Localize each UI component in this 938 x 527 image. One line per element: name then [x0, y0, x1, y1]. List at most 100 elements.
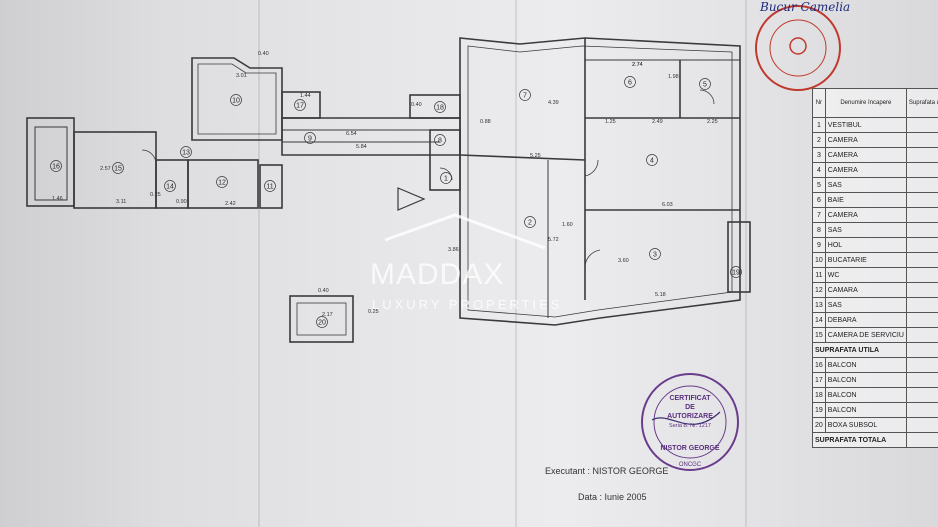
room-number-circle: [434, 101, 446, 113]
wall-room-20: [289, 295, 354, 343]
rooms-table: Nr Denumire încapere Suprafata utila (mp…: [812, 88, 938, 448]
table-row-total: SUPRAFATA TOTALA158.4: [812, 432, 938, 448]
cell-nr: 12: [812, 282, 826, 298]
room-number-14: 14: [166, 184, 174, 191]
date-text: Data : Iunie 2005: [578, 492, 647, 502]
cell-nr: 10: [812, 252, 826, 268]
table-row: 8SAS1.68: [812, 222, 938, 238]
dimension-label: 2.74: [632, 62, 643, 68]
wall-main-block: [459, 37, 741, 326]
watermark-tagline: LUXURY PROPERTIES: [372, 297, 563, 312]
room-number-circle: [519, 89, 531, 101]
room-number-circle: [216, 176, 228, 188]
dimension-label: 0.88: [480, 119, 491, 125]
cell-area: 5.8: [905, 417, 938, 433]
wall-room-19: [727, 221, 751, 293]
handwritten-signature: Bucur Camelia: [760, 0, 851, 14]
dimension-label: 1.98: [668, 74, 679, 80]
cell-name: SAS: [824, 222, 907, 238]
cell-nr: 5: [812, 177, 826, 193]
dimension-label: 6.54: [346, 131, 357, 137]
dimension-label: 2.25: [707, 119, 718, 125]
cell-nr: 20: [812, 417, 826, 433]
room-number-4: 4: [650, 158, 654, 165]
cell-name: CAMERA: [824, 162, 907, 178]
table-row: 7CAMERA22.44: [812, 207, 938, 223]
cell-nr: 7: [812, 207, 826, 223]
room-number-circle: [316, 316, 328, 328]
wall-main-block-inner: [467, 45, 733, 318]
cell-name: BOXA SUBSOL: [824, 417, 907, 433]
cell-area: 9.23: [905, 237, 938, 253]
room-number-7: 7: [523, 93, 527, 100]
cell-nr: 1: [812, 117, 826, 133]
cell-area: 7.07: [905, 252, 938, 268]
wall-partition: [459, 154, 586, 161]
dimension-label: 5.18: [655, 292, 666, 298]
cell-name: BALCON: [824, 402, 907, 418]
cell-name: VESTIBUL: [824, 117, 907, 133]
table-row: 3CAMERA19.51: [812, 147, 938, 163]
violet-stamp-inner-ring: [653, 385, 727, 459]
cell-name: BAIE: [824, 192, 907, 208]
table-header-area: Suprafata utila (mp): [905, 88, 938, 118]
entrance-arrow: [397, 187, 426, 211]
room-number-circle: [230, 94, 242, 106]
red-stamp: [755, 5, 841, 91]
cell-nr: 19: [812, 402, 826, 418]
room-number-3: 3: [653, 252, 657, 259]
dimension-label: 1.44: [300, 93, 311, 99]
dimension-label: 5.84: [356, 144, 367, 150]
room-number-circle: [646, 154, 658, 166]
paper-fold: [745, 0, 747, 527]
door-arc: [141, 149, 157, 165]
room-number-17: 17: [296, 103, 304, 110]
paper-fold: [258, 0, 260, 527]
stamp-line1: CERTIFICAT: [669, 395, 711, 402]
cell-area: 2.36: [905, 297, 938, 313]
room-number-13: 13: [182, 150, 190, 157]
room-number-circle: [440, 172, 452, 184]
cell-area: 1.68: [905, 222, 938, 238]
table-header-name: Denumire încapere: [824, 88, 907, 118]
room-number-circle: [112, 162, 124, 174]
dimension-label: 0.25: [368, 309, 379, 315]
wall-room-10-inner: [197, 63, 277, 135]
wall-room-20-inner: [296, 302, 347, 336]
dimension-label: 2.57: [100, 166, 111, 172]
dimension-label: 4.39: [548, 100, 559, 106]
cell-area: 3.39: [905, 282, 938, 298]
cell-nr: 9: [812, 237, 826, 253]
room-number-circle: [164, 180, 176, 192]
door-arc: [439, 167, 453, 181]
cell-area: 1.30: [905, 387, 938, 403]
wall-room-12: [187, 159, 259, 209]
dimension-label: 1.60: [562, 222, 573, 228]
dimension-label: 3.11: [116, 199, 126, 205]
table-header-nr: Nr: [812, 88, 826, 118]
cell-name: HOL: [824, 237, 907, 253]
dimension-label: 0.25: [150, 192, 161, 198]
dimension-label: 3.01: [236, 73, 247, 79]
watermark-roof-icon: [384, 213, 546, 250]
cell-area: 7.35: [905, 192, 938, 208]
room-number-6: 6: [628, 80, 632, 87]
dimension-label: 0.90: [176, 199, 187, 205]
room-number-5: 5: [703, 82, 707, 89]
table-header-row: Nr Denumire încapere Suprafata utila (mp…: [812, 88, 938, 118]
cell-name: WC: [824, 267, 907, 283]
cell-name: SAS: [824, 297, 907, 313]
cell-area: 19.51: [905, 147, 938, 163]
red-stamp-inner-ring: [769, 19, 827, 77]
cell-area: 3.22: [905, 177, 938, 193]
room-number-2: 2: [528, 220, 532, 227]
dimension-label: 2.74: [632, 62, 643, 68]
dimension-label: 5.72: [548, 237, 559, 243]
cell-name: CAMERA: [824, 132, 907, 148]
dimension-label: 6.03: [662, 202, 673, 208]
cell-nr: 6: [812, 192, 826, 208]
room-number-circle: [434, 134, 446, 146]
cell-usable-value: 143.61: [905, 342, 938, 358]
